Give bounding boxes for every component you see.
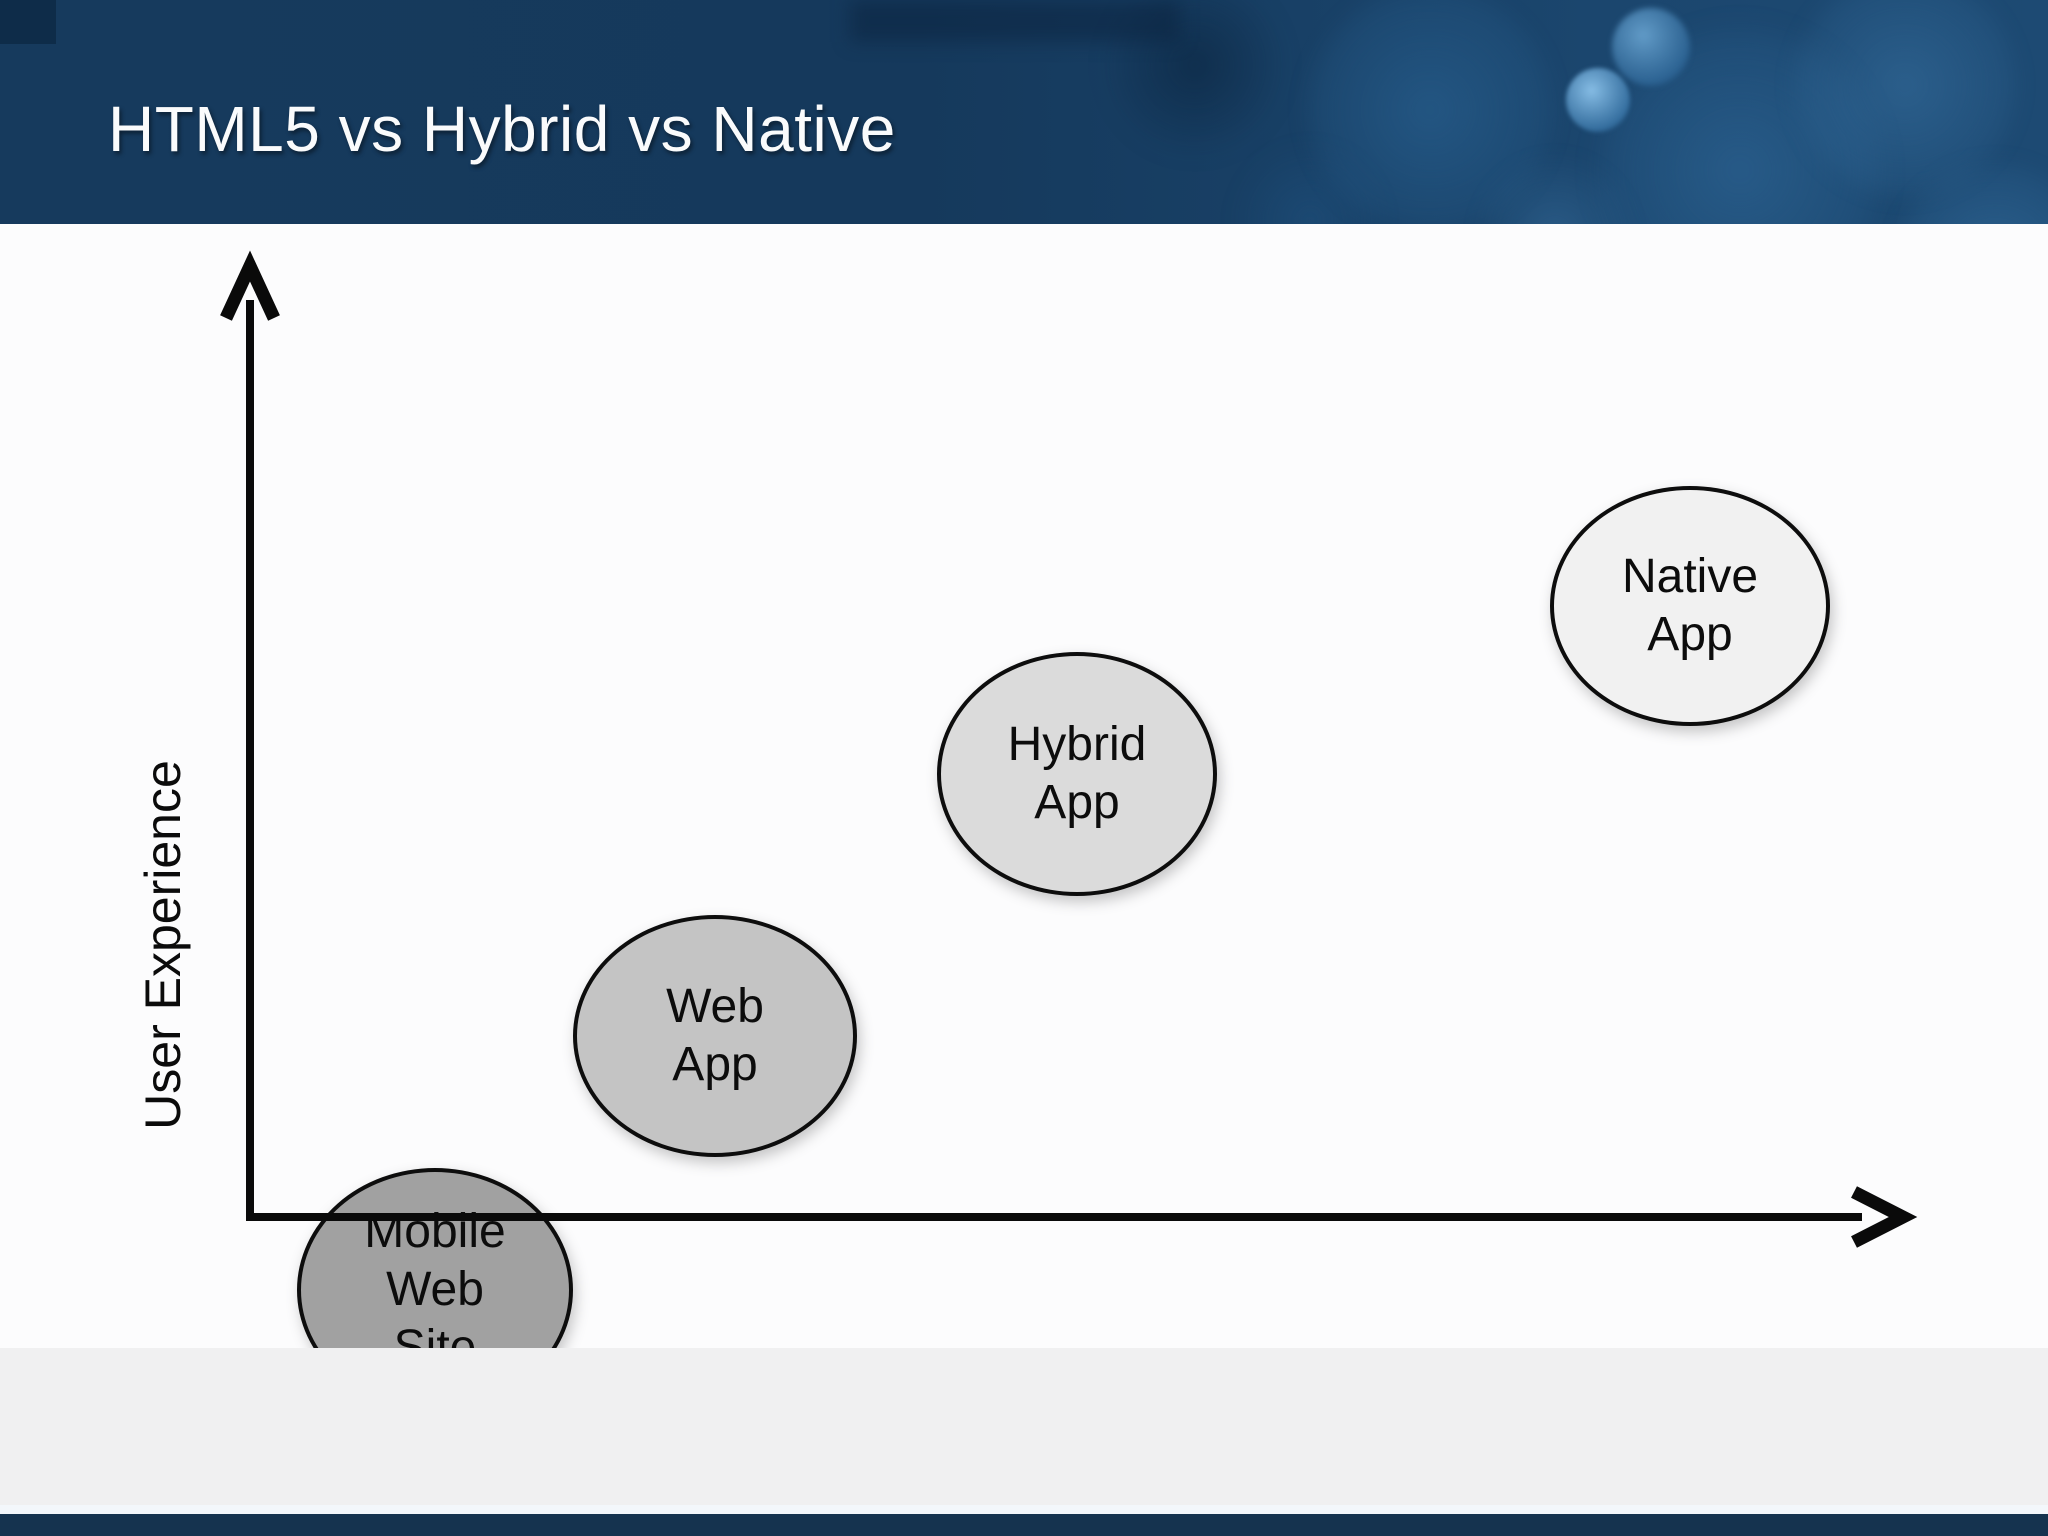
bubble-label-line: Mobile: [364, 1205, 506, 1258]
bokeh-bright-circle-icon: [1566, 68, 1630, 132]
slide-header: HTML5 vs Hybrid vs Native: [0, 0, 2048, 224]
bubble-label-line: App: [672, 1038, 758, 1091]
footer-light-strip: [0, 1505, 2048, 1514]
bokeh-bright-circle-icon: [1612, 8, 1690, 86]
y-axis-label: User Experience: [135, 760, 191, 1130]
bubble-label-line: App: [1034, 776, 1120, 829]
bubble-hybrid-app: Hybrid App: [937, 652, 1217, 896]
bubble-label-line: Web: [386, 1263, 484, 1316]
bubble-label-line: Hybrid: [1007, 718, 1147, 771]
chart-area: User Experience Time & Cost Mobile Web S…: [0, 224, 2048, 1534]
slide-title: HTML5 vs Hybrid vs Native: [108, 93, 896, 165]
bubble-web-app: Web App: [573, 915, 857, 1157]
bubble-label-line: Web: [666, 980, 764, 1033]
bokeh-dark-smudge: [850, 0, 1180, 42]
bottom-bar: [0, 1514, 2048, 1536]
bubble-label-line: App: [1647, 608, 1733, 661]
bubble-label-line: Native: [1621, 550, 1759, 603]
bokeh-circle-icon: [1300, 0, 1560, 224]
bubble-native-app: Native App: [1550, 486, 1830, 726]
header-corner-notch: [0, 0, 56, 44]
slide-footer: Microsoft GOLD CERTIFIED Partner IT solu…: [0, 1348, 2048, 1512]
bokeh-circle-icon: [1100, 0, 1290, 160]
